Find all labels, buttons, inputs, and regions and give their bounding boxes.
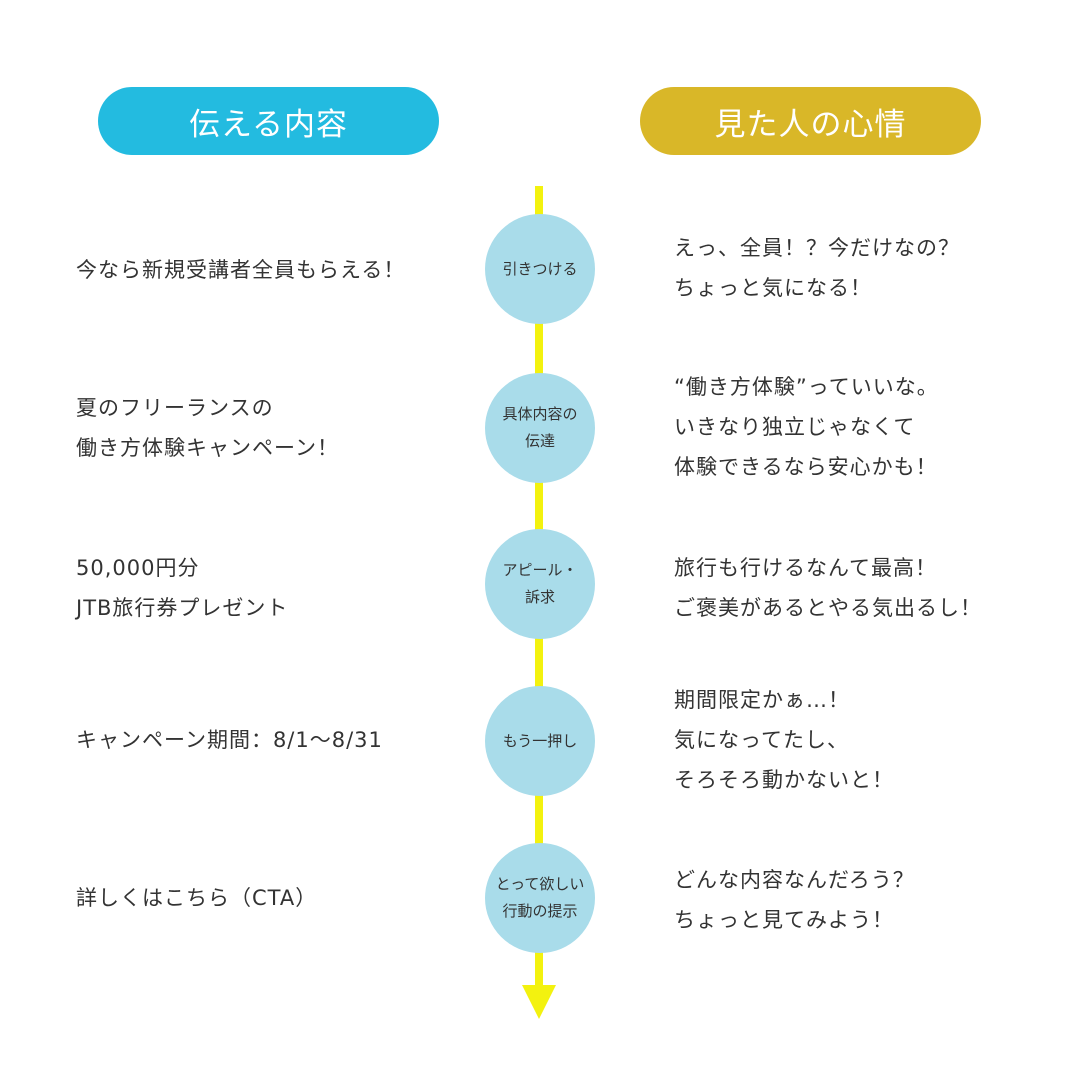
- content-line: キャンペーン期間：8/1〜8/31: [76, 728, 383, 752]
- stage-circle-4: もう一押し: [485, 686, 595, 796]
- content-line: 詳しくはこちら（CTA）: [76, 886, 318, 910]
- feeling-row-1: えっ、全員！？今だけなの？ ちょっと気になる！: [674, 228, 960, 308]
- feeling-line: いきなり独立じゃなくて: [674, 415, 916, 439]
- stage-circle-3: アピール・ 訴求: [485, 529, 595, 639]
- header-left-label: 伝える内容: [188, 106, 349, 143]
- content-row-3: 50,000円分 JTB旅行券プレゼント: [76, 548, 288, 628]
- feeling-line: 気になってたし、: [674, 728, 849, 752]
- feeling-line: えっ、全員！？今だけなの？: [674, 236, 960, 260]
- content-row-1: 今なら新規受講者全員もらえる！: [76, 250, 405, 290]
- feeling-line: そろそろ動かないと！: [674, 768, 894, 792]
- feeling-line: ご褒美があるとやる気出るし！: [674, 596, 982, 620]
- header-right-label: 見た人の心情: [714, 106, 907, 143]
- stage-label: アピール・: [502, 561, 578, 579]
- content-row-5: 詳しくはこちら（CTA）: [76, 878, 317, 918]
- feeling-line: どんな内容なんだろう？: [674, 868, 915, 892]
- header-content-to-convey: 伝える内容: [98, 87, 439, 155]
- feeling-line: ちょっと見てみよう！: [674, 908, 894, 932]
- feeling-line: 期間限定かぁ…！: [674, 688, 850, 712]
- feeling-row-2: “働き方体験”っていいな。 いきなり独立じゃなくて 体験できるなら安心かも！: [674, 367, 939, 487]
- stage-circle-1: 引きつける: [485, 214, 595, 324]
- content-line: 働き方体験キャンペーン！: [76, 436, 339, 460]
- feeling-line: ちょっと気になる！: [674, 276, 872, 300]
- stage-label: 訴求: [524, 588, 555, 606]
- content-row-2: 夏のフリーランスの 働き方体験キャンペーン！: [76, 388, 339, 468]
- content-line: 夏のフリーランスの: [76, 396, 274, 420]
- stage-circle-5: とって欲しい 行動の提示: [485, 843, 595, 953]
- stage-label: 引きつける: [502, 259, 578, 278]
- header-viewer-feelings: 見た人の心情: [640, 87, 981, 155]
- arrow-down-icon: [522, 985, 556, 1019]
- feeling-row-4: 期間限定かぁ…！ 気になってたし、 そろそろ動かないと！: [674, 680, 894, 800]
- content-line: JTB旅行券プレゼント: [76, 596, 289, 620]
- stage-label: もう一押し: [502, 731, 578, 750]
- stage-label: とって欲しい: [495, 875, 585, 893]
- feeling-line: “働き方体験”っていいな。: [674, 375, 939, 399]
- feeling-row-5: どんな内容なんだろう？ ちょっと見てみよう！: [674, 860, 915, 940]
- content-line: 50,000円分: [76, 556, 200, 580]
- feeling-row-3: 旅行も行けるなんて最高！ ご褒美があるとやる気出るし！: [674, 548, 982, 628]
- feeling-line: 旅行も行けるなんて最高！: [674, 556, 937, 580]
- stage-label: 伝達: [524, 432, 555, 450]
- stage-label: 具体内容の: [502, 405, 578, 423]
- content-row-4: キャンペーン期間：8/1〜8/31: [76, 720, 383, 760]
- feeling-line: 体験できるなら安心かも！: [674, 455, 938, 479]
- content-line: 今なら新規受講者全員もらえる！: [76, 258, 406, 282]
- stage-circle-2: 具体内容の 伝達: [485, 373, 595, 483]
- stage-label: 行動の提示: [502, 902, 578, 920]
